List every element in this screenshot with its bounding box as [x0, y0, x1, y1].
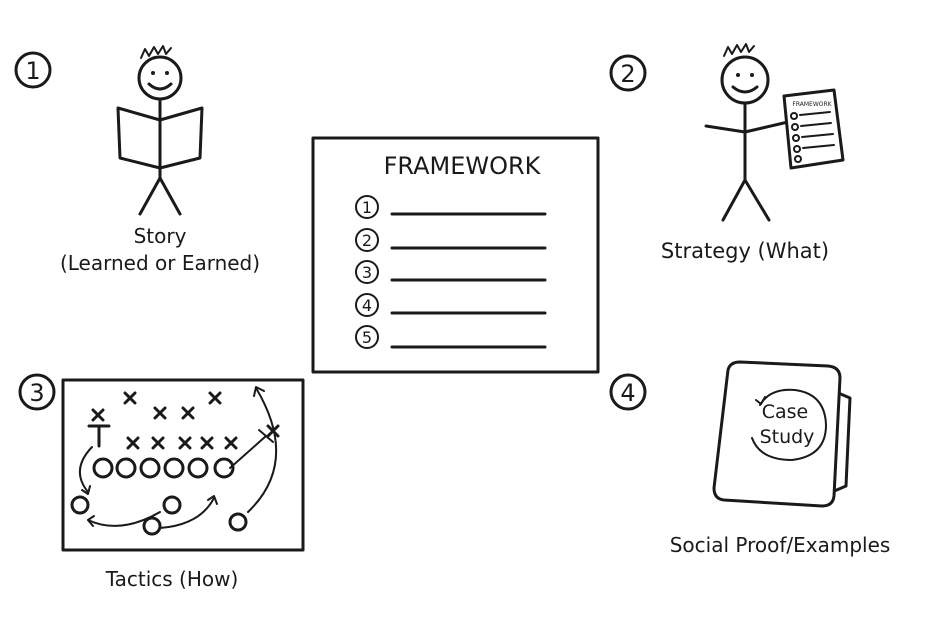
framework-item-1: 1 — [355, 195, 547, 219]
framework-item-2: 2 — [355, 228, 547, 252]
framework-list: 1 2 3 4 5 — [355, 195, 547, 349]
svg-text:2: 2 — [362, 231, 372, 250]
step-2-strategy: 2 FRAMEWORK Strategy (What) — [609, 43, 845, 263]
framework-item-4: 4 — [355, 293, 547, 317]
tactics-label: Tactics (How) — [105, 567, 239, 591]
step-number-1: 1 — [14, 51, 52, 89]
framework-item-3: 3 — [355, 260, 547, 284]
svg-text:1: 1 — [362, 198, 372, 217]
case-study-title-line2: Study — [760, 426, 815, 448]
step-number-2: 2 — [609, 54, 647, 92]
step-number-3: 3 — [18, 373, 56, 411]
case-study-book-icon: Case Study — [712, 360, 852, 508]
story-sublabel: (Learned or Earned) — [60, 251, 260, 275]
framework-document-icon: FRAMEWORK — [782, 88, 845, 170]
svg-text:1: 1 — [25, 57, 40, 85]
framework-board: FRAMEWORK 1 2 3 4 — [311, 136, 600, 374]
framework-item-5: 5 — [355, 325, 547, 349]
svg-text:FRAMEWORK: FRAMEWORK — [792, 101, 832, 108]
step-number-4: 4 — [609, 373, 647, 411]
story-label: Story — [134, 224, 187, 248]
svg-text:4: 4 — [362, 296, 372, 315]
svg-text:4: 4 — [620, 379, 635, 407]
playbook-diagram-icon — [61, 378, 305, 552]
step-3-tactics: 3 — [18, 373, 305, 591]
step-4-social-proof: 4 Case Study Social Proof/Examples — [609, 360, 891, 557]
case-study-title-line1: Case — [762, 401, 809, 423]
stick-figure-holding-document-icon — [704, 43, 790, 222]
svg-text:3: 3 — [362, 263, 372, 282]
strategy-label: Strategy (What) — [661, 239, 829, 263]
framework-title: FRAMEWORK — [384, 152, 542, 180]
stick-figure-reading-icon — [116, 45, 204, 216]
svg-text:5: 5 — [362, 328, 372, 347]
step-1-story: 1 Story (Learned or Earned) — [14, 45, 260, 275]
social-proof-label: Social Proof/Examples — [670, 533, 891, 557]
svg-text:3: 3 — [29, 379, 44, 407]
svg-text:2: 2 — [620, 60, 635, 88]
